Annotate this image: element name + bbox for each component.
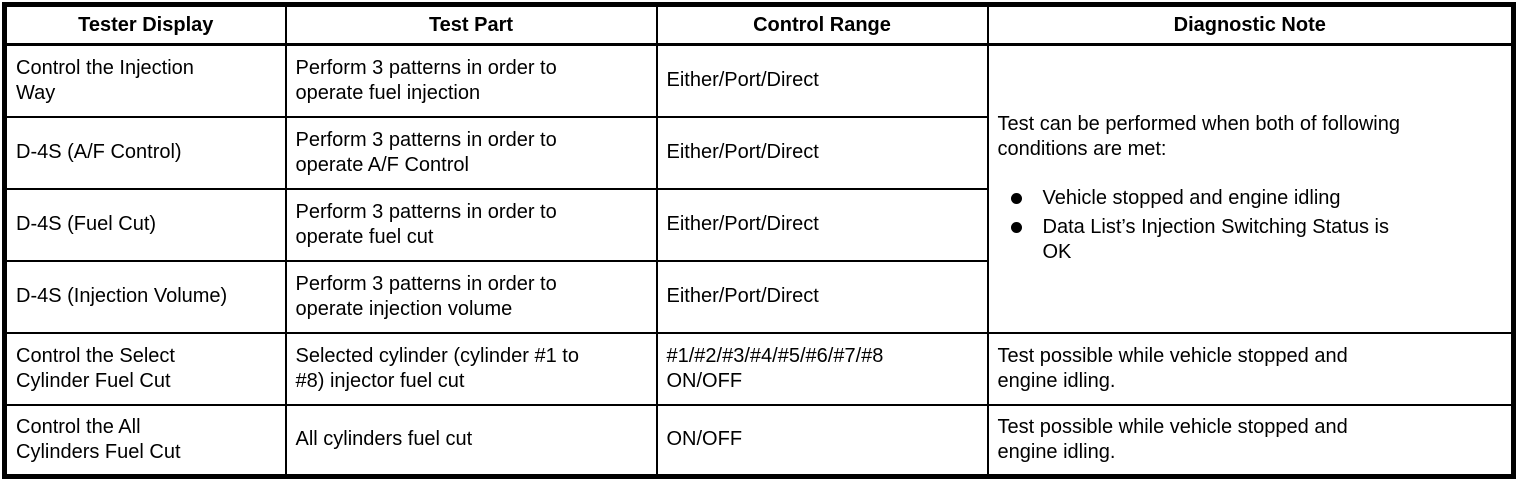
active-test-table: Tester Display Test Part Control Range D… — [2, 2, 1516, 479]
header-tester-display: Tester Display — [3, 3, 287, 46]
table-row: D-4S (Fuel Cut) Perform 3 patterns in or… — [3, 187, 1514, 262]
cell-tester-display: Control the All Cylinders Fuel Cut — [3, 403, 287, 478]
cell-test-part: Perform 3 patterns in order to operate i… — [284, 259, 658, 334]
cell-tester-display: D-4S (Injection Volume) — [3, 259, 287, 334]
cell-test-part: Selected cylinder (cylinder #1 to #8) in… — [284, 331, 658, 406]
bullet-item: Data List’s Injection Switching Status i… — [998, 215, 1504, 265]
cell-control-range: ON/OFF — [655, 403, 989, 478]
cell-tester-display: Control the Select Cylinder Fuel Cut — [3, 331, 287, 406]
cell-test-part: Perform 3 patterns in order to operate f… — [284, 43, 658, 118]
bullet-item: Vehicle stopped and engine idling — [998, 186, 1504, 211]
cell-diagnostic-note: Test possible while vehicle stopped and … — [986, 331, 1515, 406]
cell-control-range: Either/Port/Direct — [655, 187, 989, 262]
table-row: Control the Select Cylinder Fuel Cut Sel… — [3, 331, 1515, 406]
header-test-part: Test Part — [284, 3, 658, 46]
cell-control-range: #1/#2/#3/#4/#5/#6/#7/#8 ON/OFF — [655, 331, 989, 406]
table-header-row: Tester Display Test Part Control Range D… — [3, 3, 1515, 46]
cell-test-part: All cylinders fuel cut — [284, 403, 658, 478]
header-diagnostic-note: Diagnostic Note — [986, 3, 1515, 46]
table-row: D-4S (Injection Volume) Perform 3 patter… — [3, 259, 1514, 334]
header-control-range: Control Range — [655, 3, 989, 46]
cell-tester-display: D-4S (Fuel Cut) — [3, 187, 287, 262]
cell-test-part: Perform 3 patterns in order to operate f… — [284, 187, 658, 262]
cell-diagnostic-note: Test possible while vehicle stopped and … — [986, 403, 1515, 478]
bullet-text: Vehicle stopped and engine idling — [1042, 187, 1341, 210]
bullet-icon — [1010, 193, 1022, 205]
diagnostic-note-intro: Test can be performed when both of follo… — [997, 113, 1400, 161]
bullet-icon — [1010, 222, 1022, 234]
table-row: D-4S (A/F Control) Perform 3 patterns in… — [3, 115, 1514, 190]
cell-diagnostic-note-merged: Test can be performed when both of follo… — [986, 43, 1515, 334]
cell-tester-display: Control the Injection Way — [3, 43, 287, 118]
cell-test-part: Perform 3 patterns in order to operate A… — [284, 115, 658, 190]
cell-control-range: Either/Port/Direct — [655, 259, 989, 334]
cell-control-range: Either/Port/Direct — [655, 43, 989, 118]
cell-control-range: Either/Port/Direct — [655, 115, 989, 190]
bullet-text: Data List’s Injection Switching Status i… — [1042, 216, 1389, 264]
table-row: Control the All Cylinders Fuel Cut All c… — [3, 403, 1515, 478]
table-row: Control the Injection Way Perform 3 patt… — [3, 43, 1515, 334]
cell-tester-display: D-4S (A/F Control) — [3, 115, 287, 190]
